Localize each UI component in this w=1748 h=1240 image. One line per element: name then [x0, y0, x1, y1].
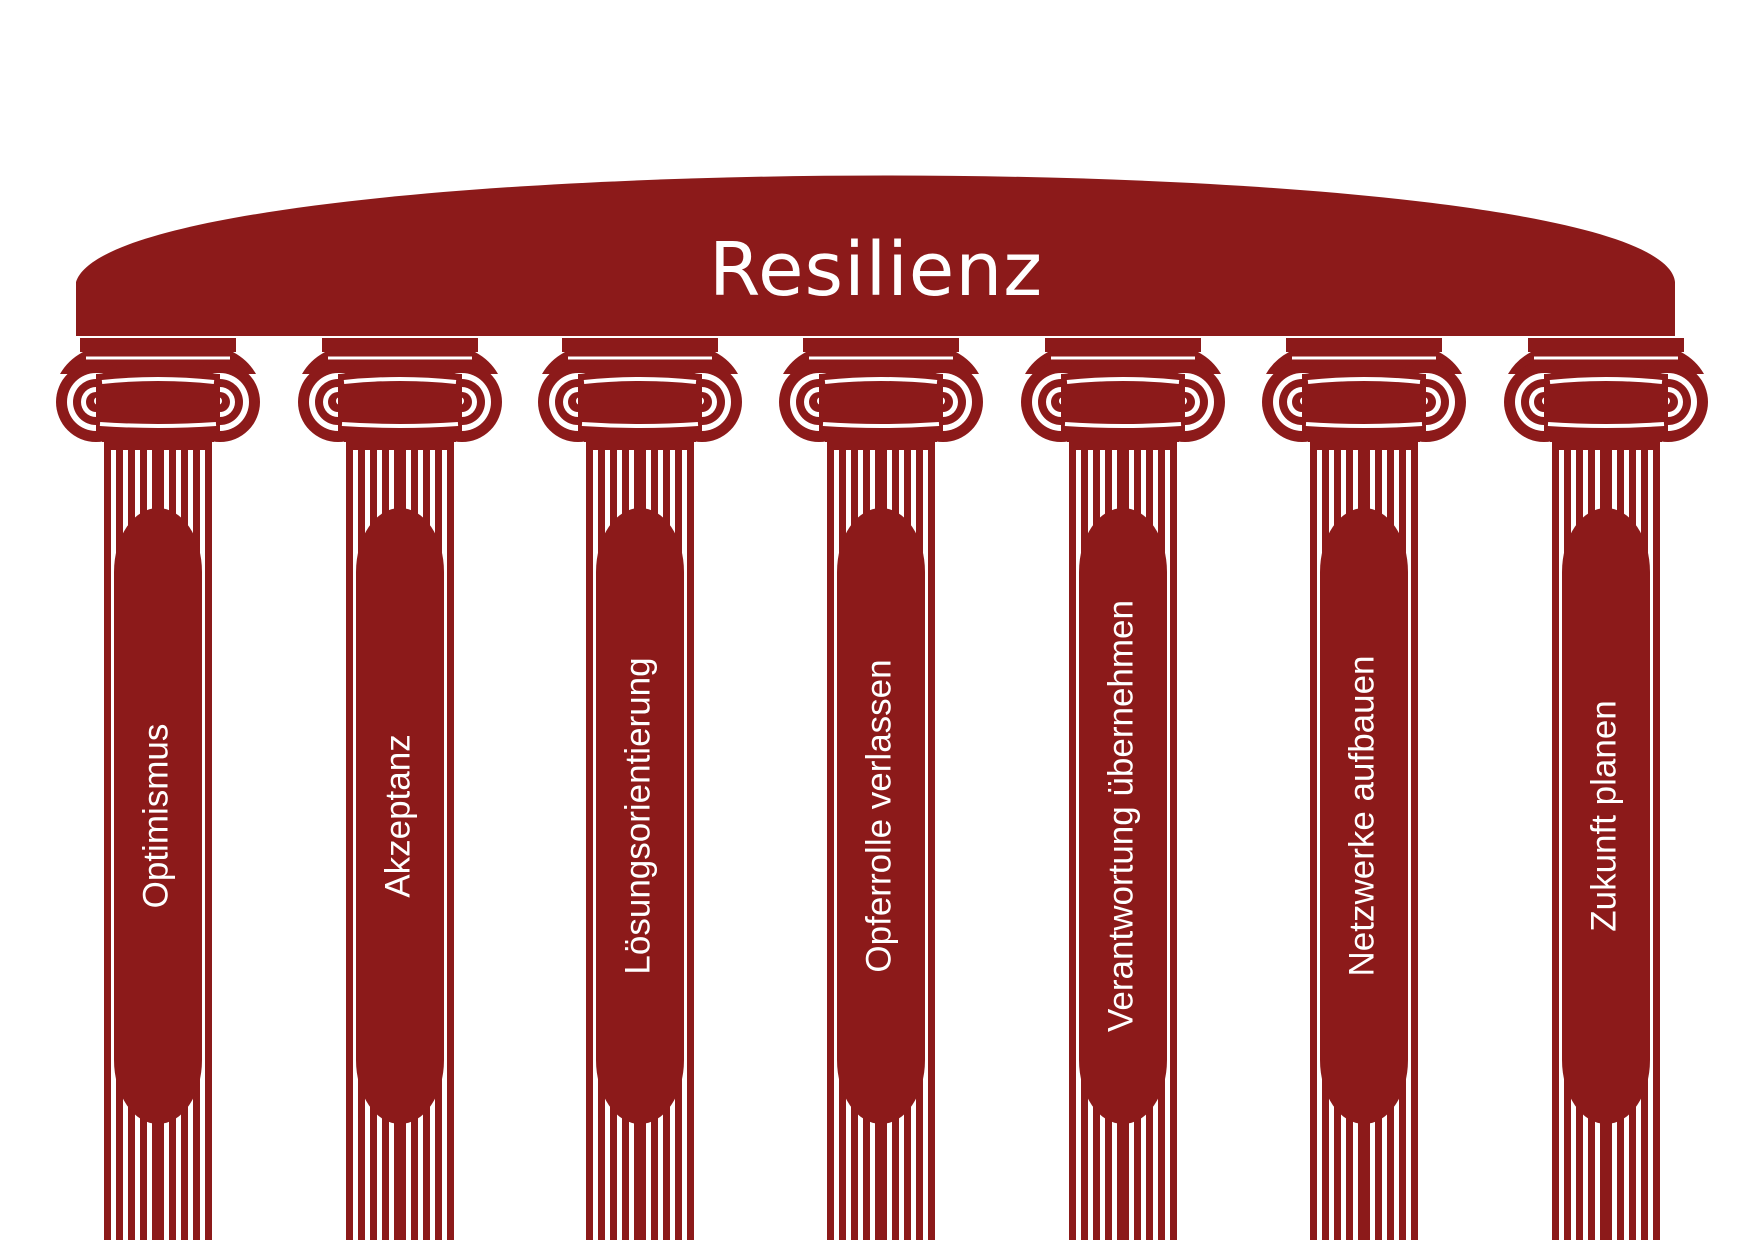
pillar: Netzwerke aufbauen	[1260, 336, 1468, 1240]
pillar-label: Opferrolle verlassen	[859, 659, 898, 972]
pillar: Lösungsorientierung	[536, 336, 744, 1240]
roof-title: Resilienz	[709, 227, 1043, 313]
pillar-label: Akzeptanz	[378, 734, 417, 897]
pillar-label: Lösungsorientierung	[618, 657, 657, 974]
pillar: Verantwortung übernehmen	[1019, 336, 1227, 1240]
pillar: Opferrolle verlassen	[777, 336, 985, 1240]
pillar: Akzeptanz	[296, 336, 504, 1240]
pillar-label: Verantwortung übernehmen	[1101, 600, 1140, 1032]
roof-shape	[76, 175, 1675, 336]
pillar-label: Optimismus	[136, 724, 175, 909]
pillar-label: Zukunft planen	[1584, 700, 1623, 932]
pillar: Optimismus	[54, 336, 262, 1240]
pillar-label: Netzwerke aufbauen	[1342, 655, 1381, 976]
pillar: Zukunft planen	[1502, 336, 1710, 1240]
